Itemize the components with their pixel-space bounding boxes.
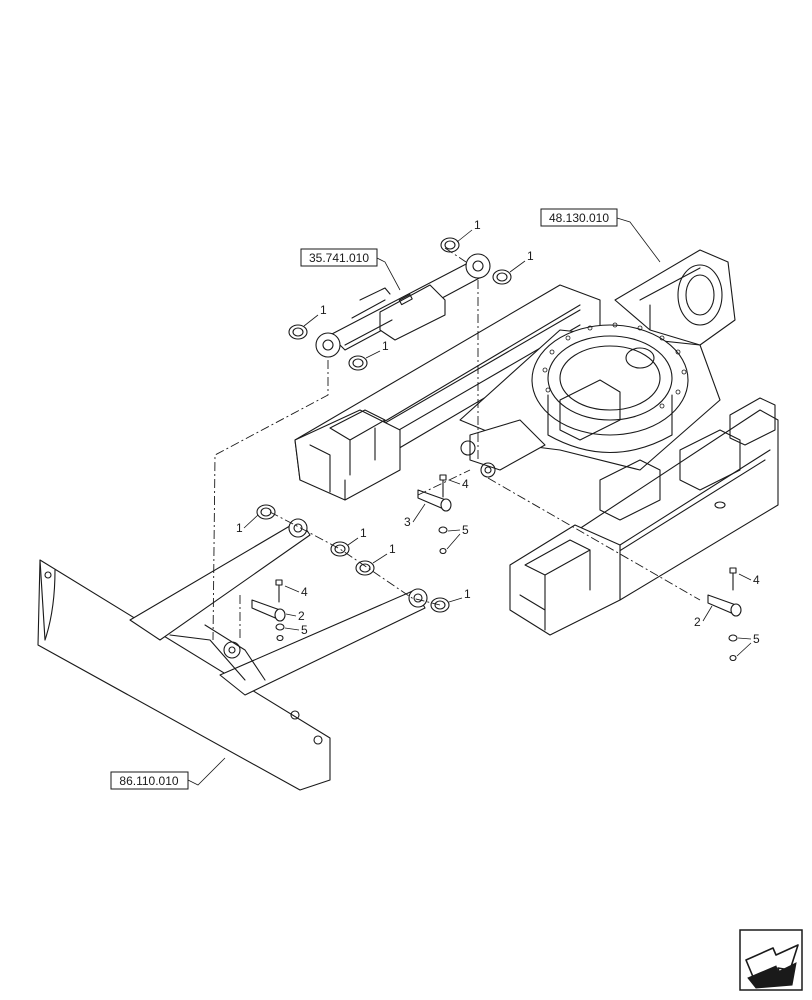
svg-text:2: 2 <box>298 609 305 623</box>
svg-text:86.110.010: 86.110.010 <box>119 774 178 788</box>
svg-text:1: 1 <box>382 339 389 353</box>
next-page-arrow-icon[interactable] <box>739 929 803 991</box>
svg-text:1: 1 <box>527 249 534 263</box>
svg-text:48.130.010: 48.130.010 <box>549 211 609 225</box>
small-parts <box>251 237 742 662</box>
reference-box-frame[interactable]: 48.130.010 <box>540 208 661 263</box>
svg-text:3: 3 <box>404 515 411 529</box>
svg-text:5: 5 <box>301 623 308 637</box>
svg-text:5: 5 <box>462 523 469 537</box>
dozer-blade <box>37 518 428 791</box>
svg-text:1: 1 <box>474 218 481 232</box>
svg-text:4: 4 <box>753 573 760 587</box>
svg-text:1: 1 <box>464 587 471 601</box>
ring-bolt-holes <box>542 322 687 409</box>
svg-text:4: 4 <box>462 477 469 491</box>
callouts: 1 1 1 1 1 1 1 1 2 2 3 4 4 4 5 5 <box>236 218 760 657</box>
svg-text:1: 1 <box>320 303 327 317</box>
svg-text:1: 1 <box>236 521 243 535</box>
blade-cylinder <box>315 253 491 358</box>
reference-box-cylinder[interactable]: 35.741.010 <box>300 248 401 291</box>
svg-text:1: 1 <box>389 542 396 556</box>
svg-text:35.741.010: 35.741.010 <box>309 251 369 265</box>
reference-box-blade[interactable]: 86.110.010 <box>110 757 226 790</box>
svg-text:5: 5 <box>753 632 760 646</box>
svg-text:1: 1 <box>360 526 367 540</box>
assembly-lines <box>212 247 701 641</box>
undercarriage-frame <box>294 249 779 636</box>
svg-text:2: 2 <box>694 615 701 629</box>
svg-text:4: 4 <box>301 585 308 599</box>
